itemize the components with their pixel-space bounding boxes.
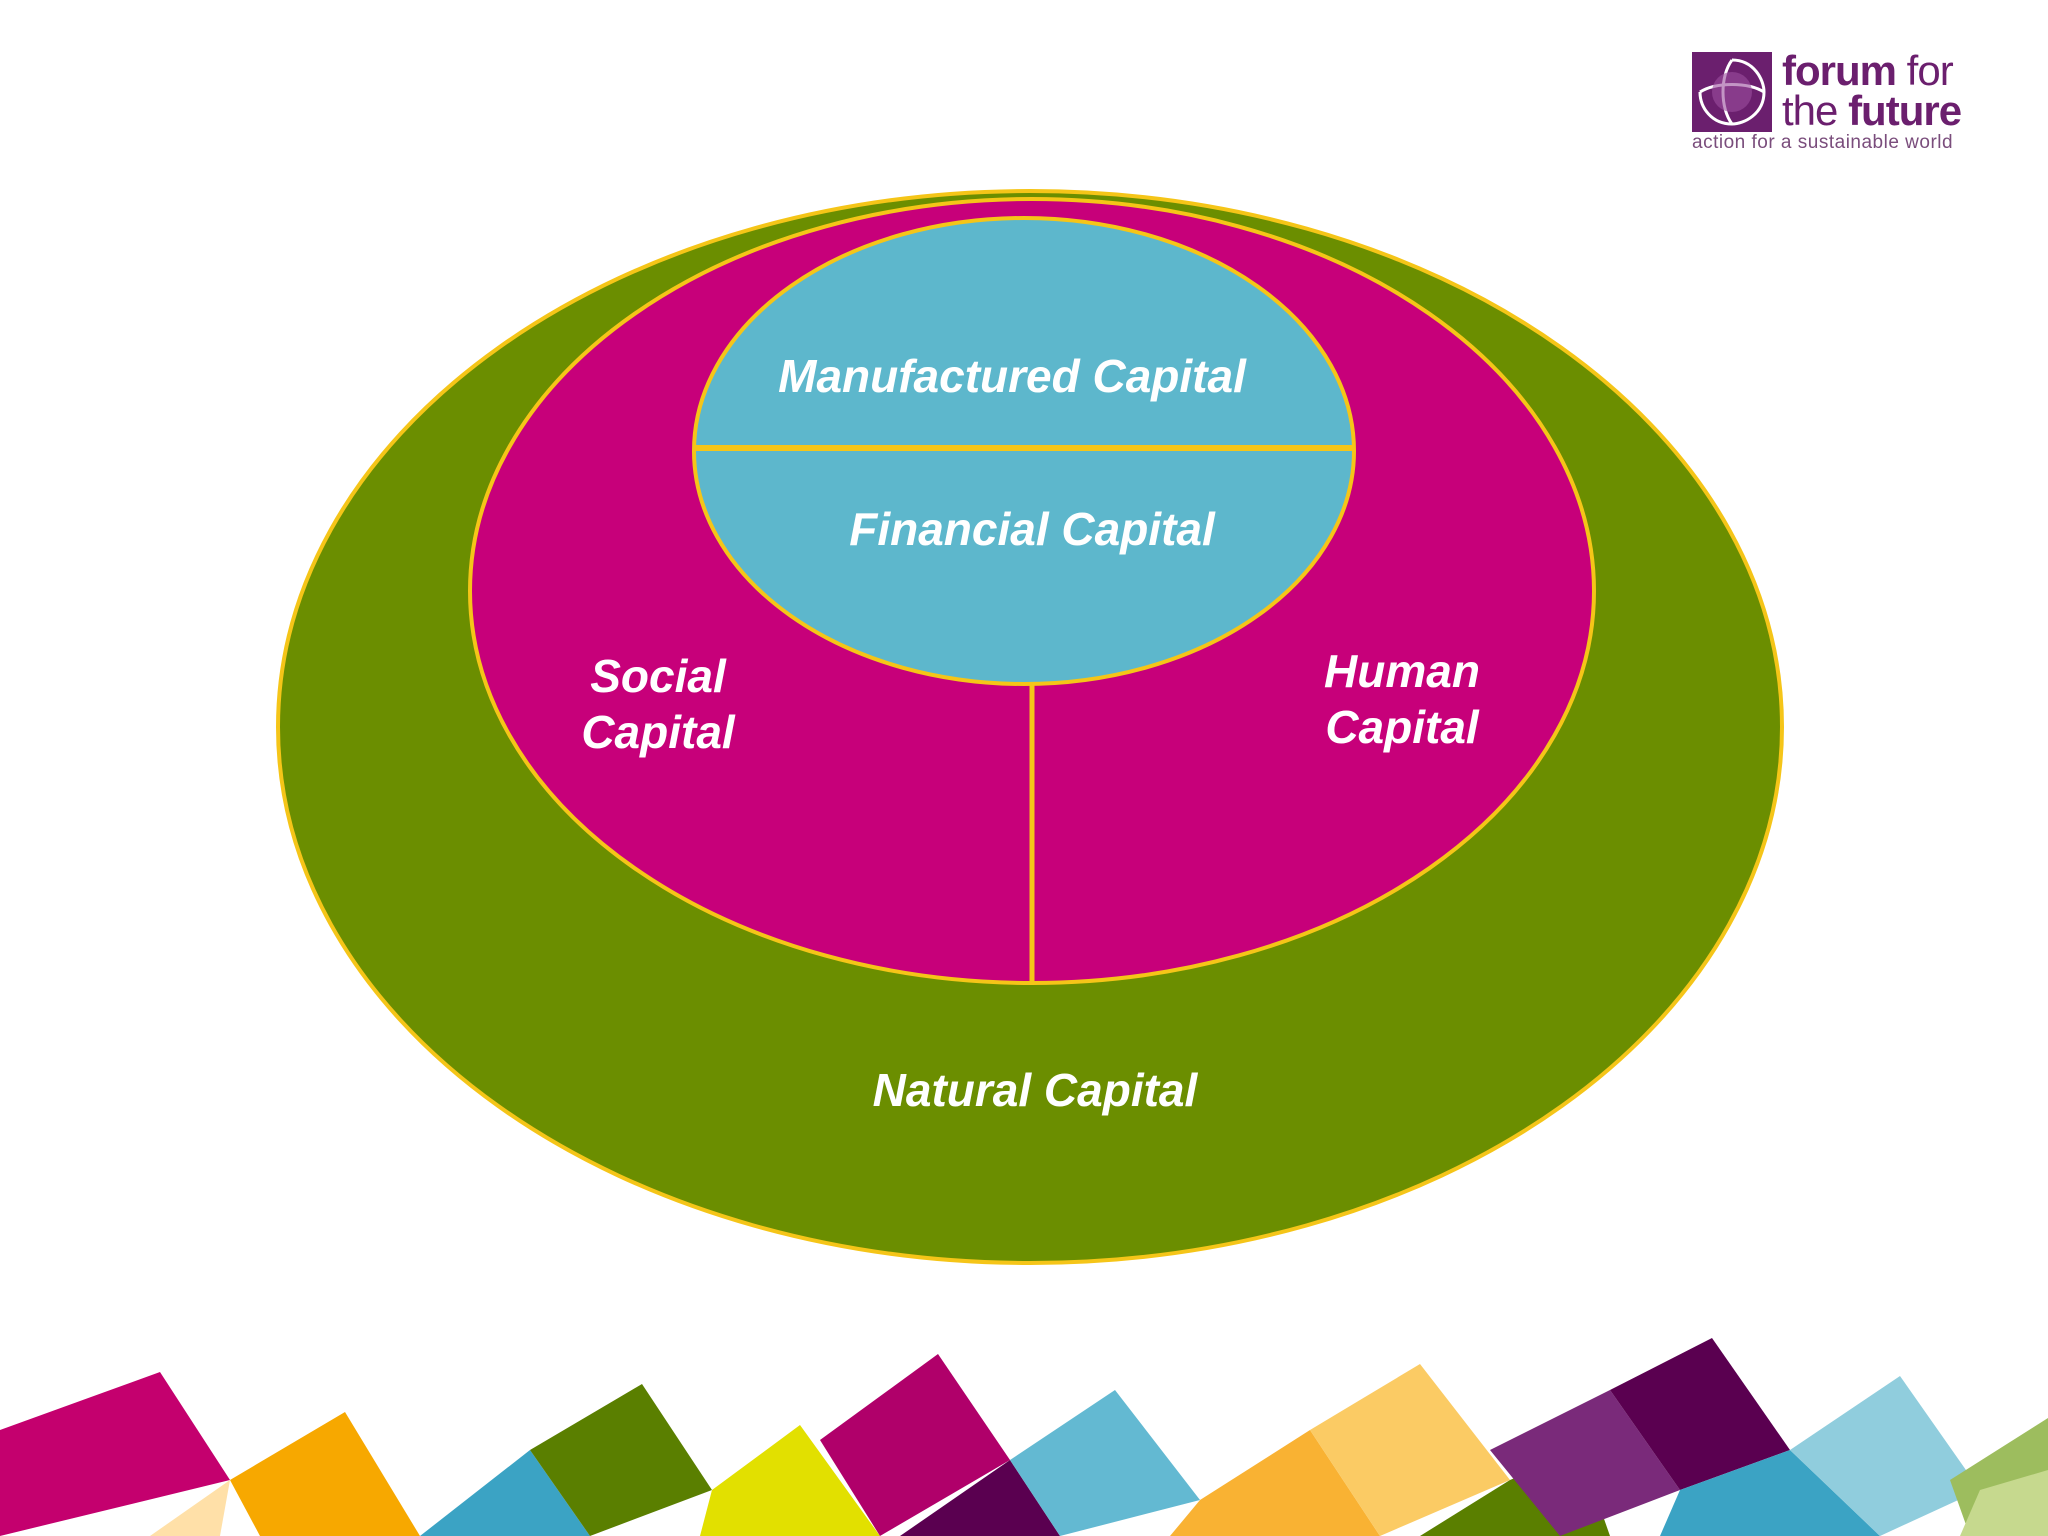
forum-for-the-future-logo: forum for the future action for a sustai…: [1688, 48, 1988, 158]
logo-word-future: future: [1848, 87, 1962, 134]
logo-mark-icon: [1692, 52, 1772, 132]
human-capital-label-line1: Human: [1324, 645, 1480, 697]
financial-capital-label: Financial Capital: [849, 503, 1216, 555]
logo-name-line1: forum for: [1782, 47, 1954, 94]
natural-capital-label: Natural Capital: [873, 1064, 1199, 1116]
manufactured-capital-label: Manufactured Capital: [778, 350, 1247, 402]
logo-word-the: the: [1782, 87, 1849, 134]
social-capital-label-line2: Capital: [581, 706, 736, 758]
logo-tagline: action for a sustainable world: [1692, 132, 1954, 153]
stripe-shapes: [0, 1338, 2048, 1536]
logo-name-line2: the future: [1782, 87, 1962, 134]
decorative-stripes: [0, 1338, 2048, 1536]
social-capital-label-line1: Social: [590, 650, 727, 702]
logo-word-for: for: [1896, 47, 1954, 94]
human-capital-label-line2: Capital: [1325, 701, 1480, 753]
logo-word-forum: forum: [1782, 47, 1897, 94]
